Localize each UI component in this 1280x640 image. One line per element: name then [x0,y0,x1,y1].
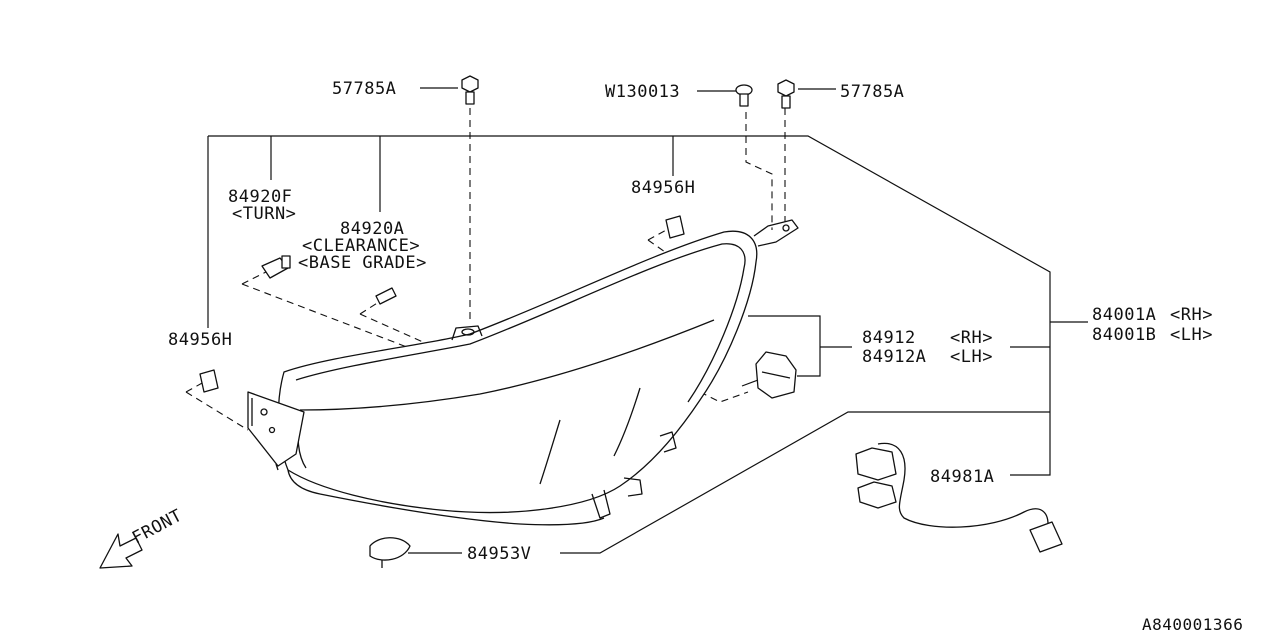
install-dash-lines [185,108,786,431]
bulb-turn-icon[interactable] [261,255,291,279]
label-57785a-right[interactable]: 57785A [840,82,904,102]
label-84001a-note: <RH> [1170,305,1213,325]
label-84912a[interactable]: 84912A [862,347,926,367]
bulb-clearance-icon[interactable] [375,287,397,305]
label-84912-note: <RH> [950,328,993,348]
leader-lines [207,87,1088,554]
label-84956h-left[interactable]: 84956H [168,330,232,350]
label-84981a[interactable]: 84981A [930,467,994,487]
headlamp-housing [247,219,799,526]
label-84920a[interactable]: 84920A [340,219,404,239]
fastener-57785a-left-icon[interactable] [461,75,479,105]
cushion-top-icon[interactable] [665,215,685,239]
label-front: FRONT [129,506,186,549]
label-84920f-note: <TURN> [232,204,296,224]
wiring-harness-icon[interactable] [855,442,1063,553]
label-84912a-note: <LH> [950,347,993,367]
label-84912[interactable]: 84912 [862,328,916,348]
clip-w130013-icon[interactable] [735,84,753,107]
leveler-motor-icon[interactable] [741,351,797,399]
label-84001b-note: <LH> [1170,325,1213,345]
diagram-code: A840001366 [1142,615,1243,634]
top-bracket-line [208,135,1051,476]
label-84920f[interactable]: 84920F [228,187,292,207]
label-84953v[interactable]: 84953V [467,544,531,564]
label-w130013[interactable]: W130013 [605,82,680,102]
cushion-left-icon[interactable] [199,369,219,393]
label-84920a-note1: <CLEARANCE> [302,236,420,256]
cap-icon[interactable] [369,537,411,568]
front-arrow-icon [99,533,143,569]
label-84001b[interactable]: 84001B [1092,325,1156,345]
label-84920a-note2: <BASE GRADE> [298,253,427,273]
label-57785a-left[interactable]: 57785A [332,79,396,99]
fastener-57785a-right-icon[interactable] [777,79,795,109]
label-84001a[interactable]: 84001A [1092,305,1156,325]
label-84956h-top[interactable]: 84956H [631,178,695,198]
